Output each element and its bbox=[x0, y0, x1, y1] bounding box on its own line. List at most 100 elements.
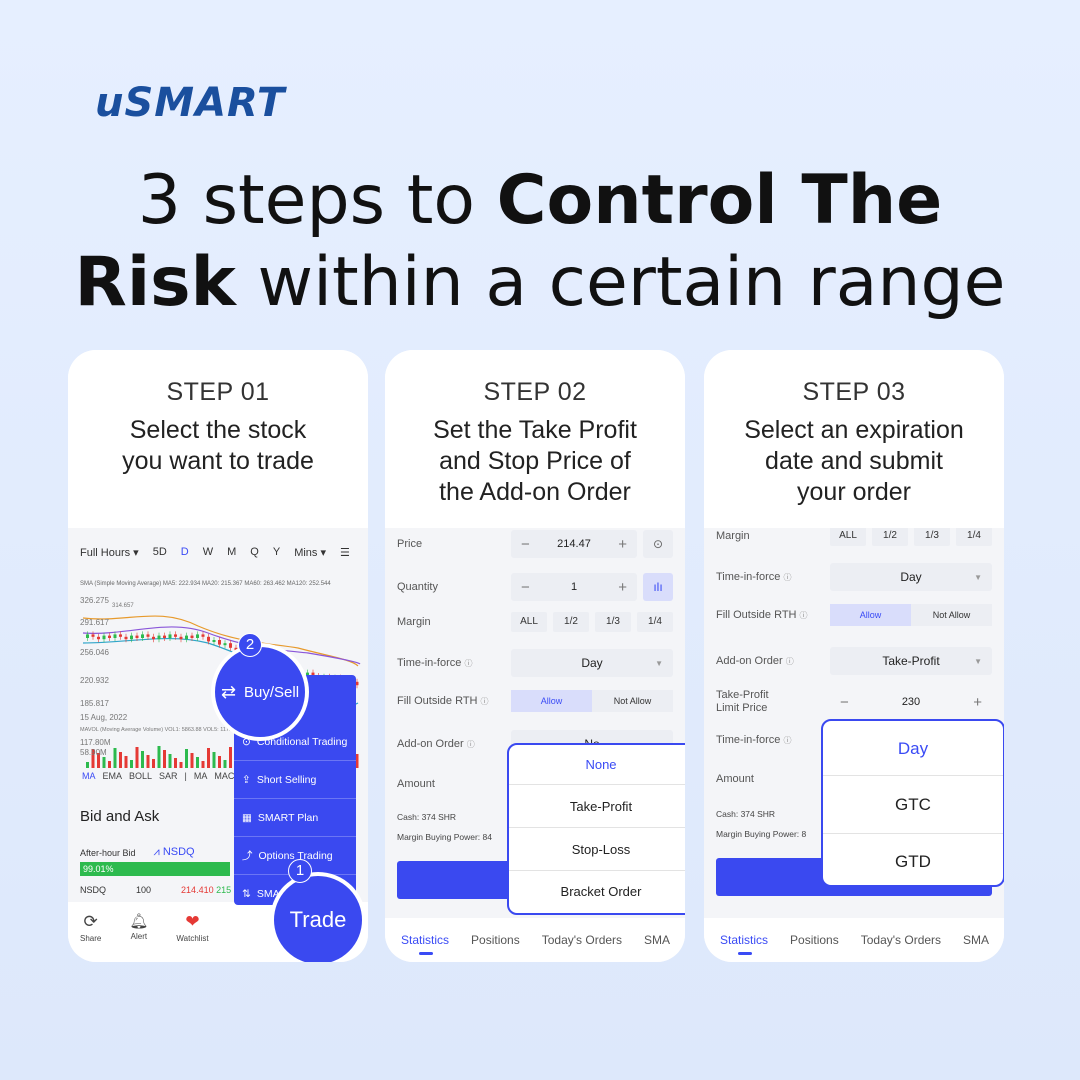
allow-option[interactable]: Allow bbox=[830, 604, 911, 626]
tab-sma[interactable]: SMA bbox=[963, 933, 990, 947]
quantity-stepper[interactable]: − 1 + bbox=[511, 573, 637, 601]
option-day[interactable]: Day bbox=[823, 721, 1003, 776]
bar-chart-icon[interactable]: ılı bbox=[643, 573, 673, 601]
menu-label: Options Trading bbox=[258, 849, 333, 862]
tab-5d[interactable]: 5D bbox=[152, 546, 167, 558]
nav-alert[interactable]: 🔔︎Alert bbox=[129, 912, 148, 962]
indicator-ma2[interactable]: MA bbox=[193, 771, 208, 781]
info-icon[interactable]: ⓘ bbox=[783, 736, 792, 745]
caret-down-icon: ▼ bbox=[974, 572, 982, 582]
info-icon[interactable]: ⓘ bbox=[799, 610, 808, 620]
tab-positions[interactable]: Positions bbox=[790, 933, 839, 947]
volume-bar bbox=[355, 754, 359, 768]
tp-stepper[interactable]: −230+ bbox=[830, 688, 992, 716]
margin-third[interactable]: 1/3 bbox=[914, 528, 950, 546]
plus-icon[interactable]: + bbox=[973, 693, 982, 711]
margin-third[interactable]: 1/3 bbox=[595, 612, 631, 632]
volume-bar bbox=[157, 746, 161, 768]
indicator-boll[interactable]: BOLL bbox=[129, 771, 153, 781]
info-icon[interactable]: ⓘ bbox=[480, 696, 489, 706]
bid-percent-bar: 99.01% bbox=[80, 862, 230, 876]
tab-w[interactable]: W bbox=[202, 546, 214, 558]
caret-down-icon: ▼ bbox=[974, 656, 982, 666]
not-allow-option[interactable]: Not Allow bbox=[592, 690, 673, 712]
target-icon[interactable]: ⊙ bbox=[643, 530, 673, 558]
tab-q[interactable]: Q bbox=[250, 546, 259, 558]
tab-d[interactable]: D bbox=[180, 546, 189, 558]
indicator-ema[interactable]: EMA bbox=[102, 771, 123, 781]
tab-full-hours[interactable]: Full Hours ▾ bbox=[80, 547, 139, 559]
volume-bar bbox=[119, 752, 122, 768]
nav-watchlist[interactable]: ❤Watchlist bbox=[176, 912, 208, 962]
candle bbox=[185, 635, 188, 640]
step-badge-2: 2 bbox=[238, 633, 262, 657]
margin-half[interactable]: 1/2 bbox=[553, 612, 589, 632]
info-icon[interactable]: ⓘ bbox=[783, 572, 792, 582]
headline-part: within a certain range bbox=[235, 243, 1006, 322]
tab-positions[interactable]: Positions bbox=[471, 933, 520, 947]
option-bracket-order[interactable]: Bracket Order bbox=[560, 884, 642, 899]
fill-outside-row: Fill Outside RTH ⓘ Allow Not Allow bbox=[716, 604, 992, 626]
nav-share[interactable]: ⟳Share bbox=[80, 912, 101, 962]
fill-toggle: Allow Not Allow bbox=[511, 690, 673, 712]
sma-icon: ⇅ bbox=[242, 888, 251, 900]
tab-statistics[interactable]: Statistics bbox=[401, 933, 450, 955]
option-stop-loss[interactable]: Stop-Loss bbox=[509, 828, 685, 871]
minus-icon[interactable]: − bbox=[521, 578, 530, 596]
option-none[interactable]: None bbox=[509, 745, 685, 785]
minus-icon[interactable]: − bbox=[840, 693, 849, 711]
plus-icon[interactable]: + bbox=[618, 578, 627, 596]
menu-short-selling[interactable]: ⇪Short Selling bbox=[234, 761, 356, 799]
addon-label-text: Add-on Order bbox=[397, 737, 464, 750]
tif-select[interactable]: Day▼ bbox=[511, 649, 673, 677]
price-value: 214.47 bbox=[557, 538, 591, 550]
info-icon[interactable]: ⓘ bbox=[466, 739, 475, 749]
indicator-ma[interactable]: MA bbox=[82, 771, 96, 781]
margin-all[interactable]: ALL bbox=[511, 612, 547, 632]
tab-y[interactable]: Y bbox=[272, 546, 281, 558]
tab-sma[interactable]: SMA bbox=[644, 933, 671, 947]
margin-quarter[interactable]: 1/4 bbox=[956, 528, 992, 546]
tab-statistics[interactable]: Statistics bbox=[720, 933, 769, 955]
stock-chart-screenshot: Full Hours ▾ 5D D W M Q Y Mins ▾ ☰ SMA (… bbox=[68, 528, 368, 962]
plus-icon[interactable]: + bbox=[618, 535, 627, 553]
amount-row: Amount bbox=[716, 773, 992, 786]
menu-sma[interactable]: ⇅SMA bbox=[234, 875, 356, 913]
candle bbox=[91, 634, 95, 637]
minus-icon[interactable]: − bbox=[521, 535, 530, 553]
trade-button[interactable]: Trade bbox=[270, 872, 366, 962]
price-stepper[interactable]: − 214.47 + bbox=[511, 530, 637, 558]
not-allow-option[interactable]: Not Allow bbox=[911, 604, 992, 626]
tab-mins[interactable]: Mins ▾ bbox=[294, 547, 326, 559]
tab-todays-orders[interactable]: Today's Orders bbox=[541, 933, 623, 947]
margin-quarter[interactable]: 1/4 bbox=[637, 612, 673, 632]
tif-value: Day bbox=[581, 656, 603, 670]
option-take-profit[interactable]: Take-Profit bbox=[509, 785, 685, 828]
info-icon[interactable]: ⓘ bbox=[464, 658, 473, 668]
menu-smart-plan[interactable]: ▦SMART Plan bbox=[234, 799, 356, 837]
tab-m[interactable]: M bbox=[227, 546, 237, 558]
buy-sell-button[interactable]: ⇄ Buy/Sell bbox=[211, 643, 309, 741]
nsdq-icon: ⩘ bbox=[153, 846, 160, 858]
candle bbox=[163, 635, 166, 638]
quantity-value: 1 bbox=[570, 581, 578, 593]
nsdq-badge: ⩘ NSDQ bbox=[154, 846, 195, 859]
margin-half[interactable]: 1/2 bbox=[872, 528, 908, 546]
settings-icon[interactable]: ☰ bbox=[340, 547, 350, 559]
candle bbox=[97, 636, 100, 640]
margin-all[interactable]: ALL bbox=[830, 528, 866, 546]
allow-option[interactable]: Allow bbox=[511, 690, 592, 712]
exchange-name: NSDQ bbox=[80, 885, 107, 895]
indicator-sar[interactable]: SAR bbox=[159, 771, 178, 781]
menu-conditional-trading[interactable]: ⊙Conditional Trading bbox=[234, 723, 356, 761]
volume-bar bbox=[229, 747, 232, 768]
option-gtc[interactable]: GTC bbox=[823, 776, 1003, 834]
bottom-tabs: Statistics Positions Today's Orders SMA bbox=[385, 918, 685, 962]
indicator-macd[interactable]: MACD bbox=[214, 771, 241, 781]
heart-icon: ❤ bbox=[185, 912, 200, 931]
tif-select[interactable]: Day▼ bbox=[830, 563, 992, 591]
option-gtd[interactable]: GTD bbox=[895, 852, 931, 871]
tab-todays-orders[interactable]: Today's Orders bbox=[860, 933, 942, 947]
addon-select[interactable]: Take-Profit▼ bbox=[830, 647, 992, 675]
info-icon[interactable]: ⓘ bbox=[785, 656, 794, 666]
